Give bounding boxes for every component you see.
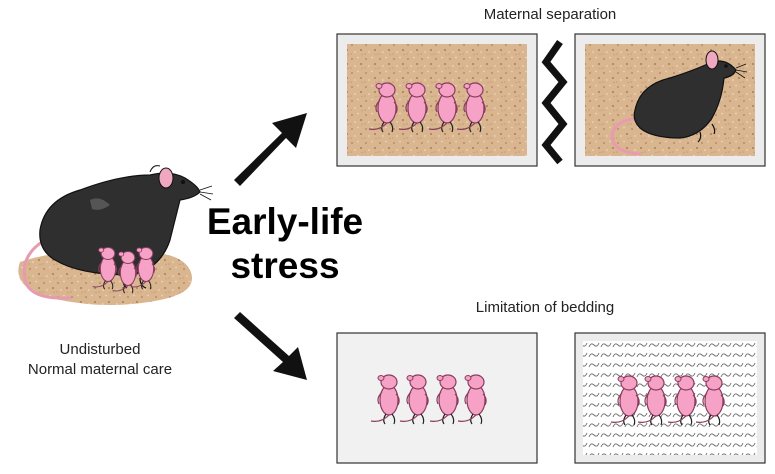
mother-rat-icon	[18, 165, 214, 305]
undisturbed-caption: Undisturbed Normal maternal care	[5, 340, 195, 380]
bedding-limited-panel	[574, 332, 766, 464]
maternal-separation-title: Maternal separation	[483, 6, 617, 23]
early-life-stress-title: Early-life stress	[205, 200, 365, 288]
arrow-down-icon	[234, 312, 307, 380]
bedding-normal-panel	[336, 332, 538, 464]
caption-line2: Normal maternal care	[27, 361, 173, 378]
mother-rat-icon	[610, 50, 748, 156]
caption-line1: Undisturbed	[59, 341, 141, 358]
limitation-of-bedding-title: Limitation of bedding	[475, 299, 615, 316]
wire-grid-icon	[583, 341, 757, 455]
center-title-line1: Early-life	[206, 201, 364, 242]
arrow-up-icon	[234, 113, 307, 186]
zigzag-separator-icon	[541, 39, 568, 165]
separation-dam-panel	[574, 33, 766, 167]
center-title-line2: stress	[230, 245, 340, 286]
separation-pups-panel	[336, 33, 538, 167]
